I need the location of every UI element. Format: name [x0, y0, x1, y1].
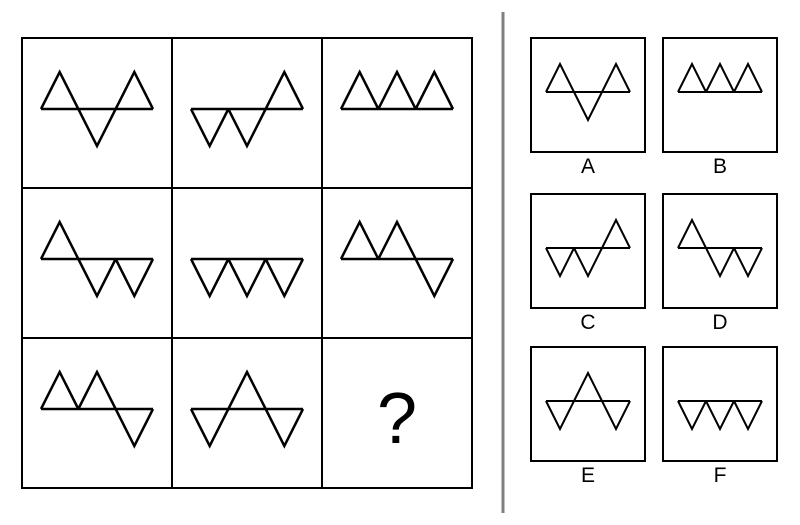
option-c[interactable]: C: [530, 193, 646, 334]
option-label: D: [712, 311, 727, 334]
puzzle-grid: [21, 37, 473, 489]
option-box[interactable]: [530, 37, 646, 153]
grid-cell-figure: [189, 257, 305, 299]
question-mark: ?: [377, 379, 417, 459]
grid-cell-figure: [189, 69, 305, 149]
option-label: E: [581, 464, 595, 487]
answer-options: A B C D E F: [530, 37, 778, 487]
option-box[interactable]: [662, 193, 778, 309]
grid-cell-figure: [39, 219, 155, 299]
grid-cell-figure: [339, 219, 455, 299]
option-box[interactable]: [530, 193, 646, 309]
option-box[interactable]: [662, 346, 778, 462]
option-label: B: [713, 155, 727, 178]
grid-cell-figure: [39, 69, 155, 149]
grid-cell-figure: [339, 69, 455, 111]
option-d[interactable]: D: [662, 193, 778, 334]
grid-frame: [21, 37, 473, 489]
option-label: A: [581, 155, 595, 178]
option-a[interactable]: A: [530, 37, 646, 178]
option-f[interactable]: F: [662, 346, 778, 487]
option-box[interactable]: [662, 37, 778, 153]
grid-cell-figure: [39, 369, 155, 449]
option-b[interactable]: B: [662, 37, 778, 178]
option-box[interactable]: [530, 346, 646, 462]
option-label: F: [714, 464, 727, 487]
grid-cell-figure: [189, 369, 305, 449]
option-label: C: [580, 311, 595, 334]
option-e[interactable]: E: [530, 346, 646, 487]
